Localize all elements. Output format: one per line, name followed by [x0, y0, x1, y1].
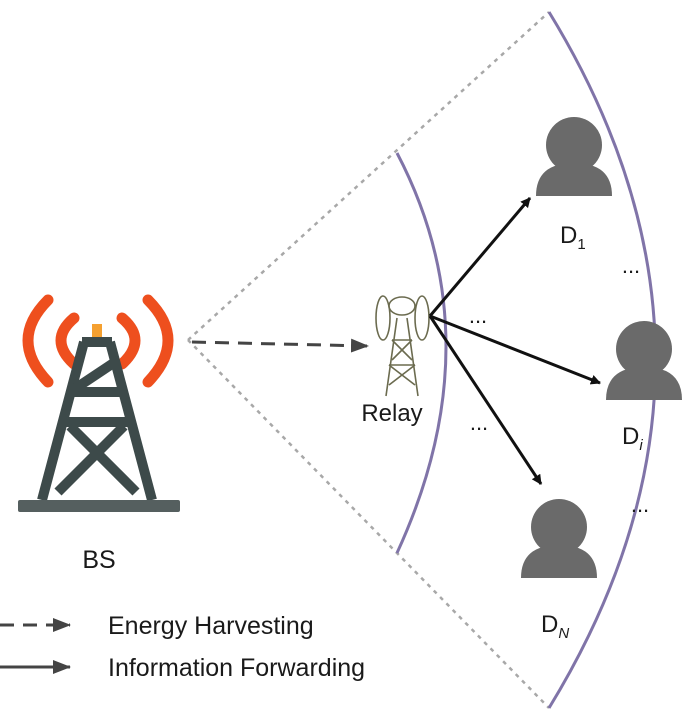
user-icon-di — [606, 321, 682, 400]
forwarding-arrows — [428, 197, 601, 485]
ellipsis-users-top: ... — [622, 253, 640, 278]
di-label-sub: i — [639, 437, 643, 454]
d1-label-sub: 1 — [577, 236, 585, 253]
relay-label: Relay — [361, 400, 422, 427]
base-station-tower-icon — [18, 294, 180, 512]
legend-dashed-label: Energy Harvesting — [108, 612, 314, 640]
ellipsis-users-bottom: ... — [631, 492, 649, 517]
relay-tower-icon — [375, 295, 430, 397]
arrow-to-di — [429, 314, 601, 385]
user-icon-d1 — [536, 117, 612, 196]
arrow-to-d1 — [428, 197, 532, 317]
bs-label: BS — [82, 546, 115, 574]
dn-label-base: D — [541, 611, 558, 638]
legend: Energy Harvesting Information Forwarding — [0, 612, 365, 682]
coverage-sector — [187, 11, 550, 709]
ellipsis-relay-bottom: ... — [470, 410, 488, 435]
inner-arc — [395, 152, 448, 554]
legend-solid-label: Information Forwarding — [108, 654, 365, 682]
di-label-base: D — [622, 423, 639, 450]
ellipsis-relay-top: ... — [469, 303, 487, 328]
energy-harvesting-arrow — [191, 338, 369, 353]
d1-label-base: D — [560, 222, 577, 249]
dn-label: DN — [541, 611, 569, 642]
user-icon-dn — [521, 499, 597, 578]
d1-label: D1 — [560, 222, 586, 253]
di-label: Di — [622, 423, 643, 454]
dn-label-sub: N — [558, 625, 569, 642]
arrow-to-dn — [428, 315, 543, 485]
